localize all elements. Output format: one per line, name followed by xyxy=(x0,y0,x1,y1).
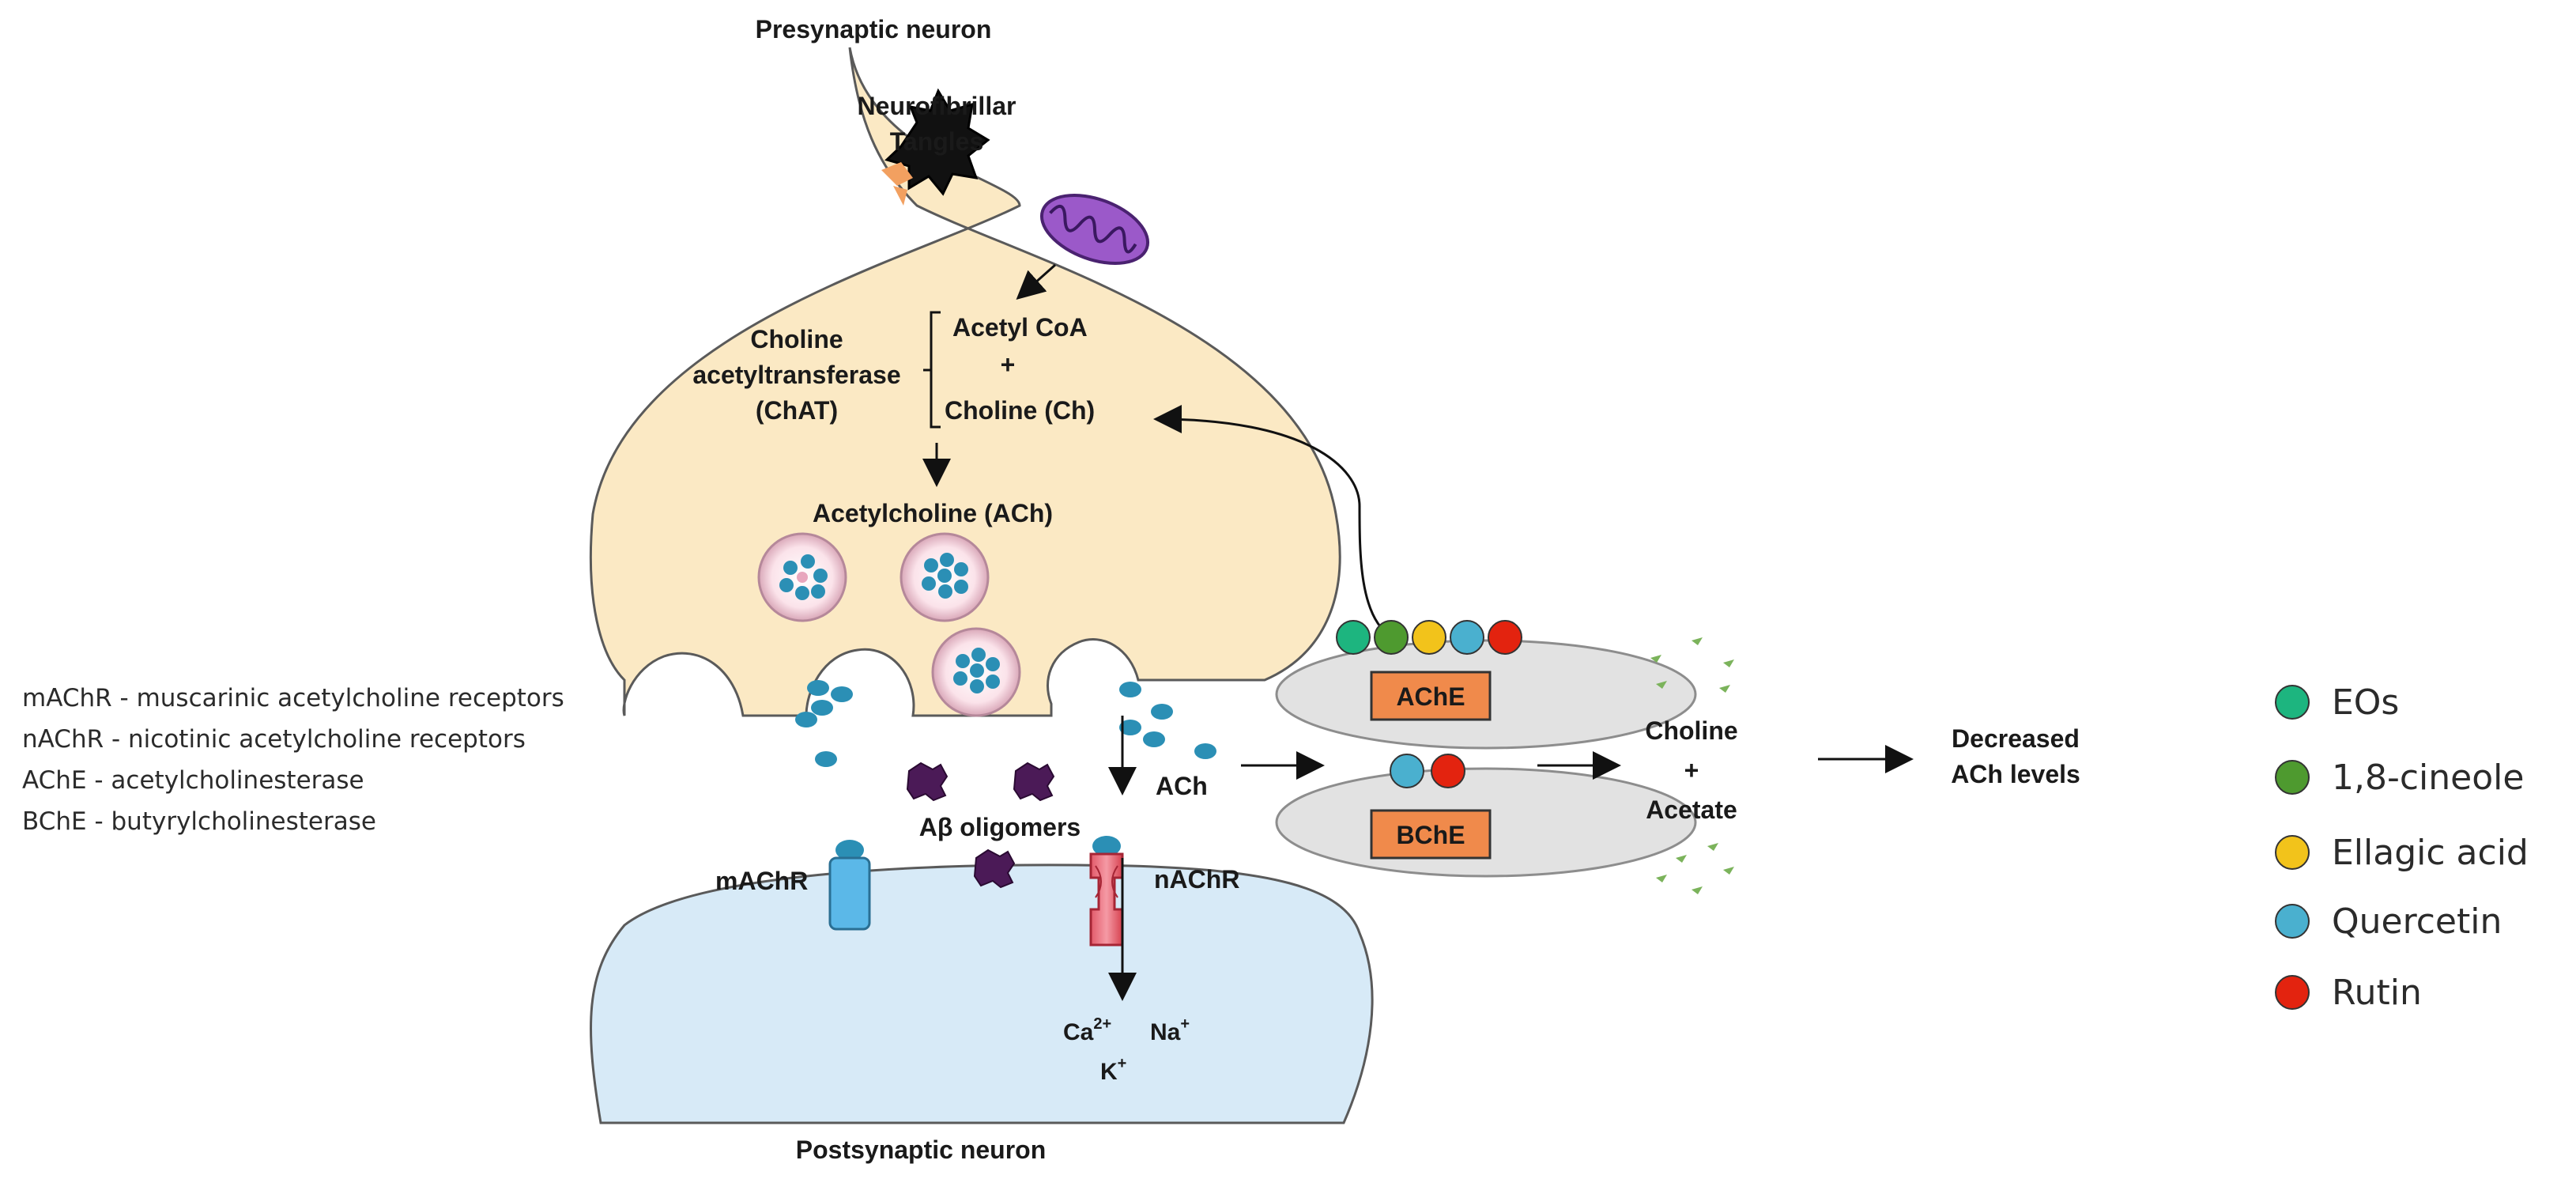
acetate-product-label: Acetate xyxy=(1646,795,1737,824)
vesicle xyxy=(757,532,847,622)
chat-label-line3: (ChAT) xyxy=(756,396,838,425)
choline-recycle-arrow xyxy=(1153,405,1392,638)
svg-text:Rutin: Rutin xyxy=(2332,973,2422,1013)
svg-text:Quercetin: Quercetin xyxy=(2332,901,2502,942)
nachr-label: nAChR xyxy=(1154,865,1239,894)
vesicle xyxy=(900,532,990,622)
abeta-label: Aβ oligomers xyxy=(919,813,1081,841)
postsynaptic-neuron-shape xyxy=(590,863,1374,1124)
legend-item-ellagic-acid: Ellagic acid xyxy=(2275,833,2529,873)
bche-label: BChE xyxy=(1396,821,1465,849)
legend-item-eos: EOs xyxy=(2275,682,2399,723)
vesicle xyxy=(931,627,1021,717)
tangles-label-line2: Tangles xyxy=(890,127,984,156)
na-ion-label: Na+ xyxy=(1150,1015,1190,1045)
k-ion-label: K+ xyxy=(1100,1055,1126,1085)
abbreviation-item: AChE - acetylcholinesterase xyxy=(22,766,364,795)
abbreviation-item: nAChR - nicotinic acetylcholine receptor… xyxy=(22,725,526,754)
ach-label: ACh xyxy=(1156,772,1208,800)
legend-item-cineole: 1,8-cineole xyxy=(2275,758,2524,798)
legend-item-quercetin: Quercetin xyxy=(2275,901,2502,942)
bche-box xyxy=(1370,809,1492,860)
choline-ch-label: Choline (Ch) xyxy=(945,396,1095,425)
decreased-label-line2: ACh levels xyxy=(1951,760,2080,788)
svg-text:1,8-cineole: 1,8-cineole xyxy=(2332,758,2524,798)
acetyl-coa-label: Acetyl CoA xyxy=(952,313,1088,342)
presynaptic-label: Presynaptic neuron xyxy=(756,15,992,43)
tangles-label-line1: Neurofibrillar xyxy=(858,92,1016,120)
ache-box xyxy=(1370,671,1492,721)
acetylcholine-label: Acetylcholine (ACh) xyxy=(813,499,1053,527)
ache-inhibitor-dots xyxy=(1336,620,1522,655)
legend-item-rutin: Rutin xyxy=(2275,973,2422,1013)
neurofibrillar-tangles-icon xyxy=(881,88,990,206)
plus-label-1: + xyxy=(1001,350,1016,379)
ache-label: AChE xyxy=(1396,682,1465,711)
reaction-bracket xyxy=(923,311,941,429)
product-fragments xyxy=(1650,637,1734,894)
machr-receptor-icon xyxy=(828,840,871,931)
svg-text:EOs: EOs xyxy=(2332,682,2399,723)
bche-inhibitor-dots xyxy=(1390,754,1465,788)
legend: EOs 1,8-cineole Ellagic acid Quercetin R… xyxy=(2275,682,2529,1013)
released-ach-dots xyxy=(795,680,1216,767)
decreased-label-line1: Decreased xyxy=(1952,724,2080,753)
plus-label-2: + xyxy=(1684,756,1699,784)
svg-text:Ellagic acid: Ellagic acid xyxy=(2332,833,2529,873)
chat-label-line2: acetyltransferase xyxy=(692,361,900,389)
mito-arrow xyxy=(1016,263,1056,300)
chat-label-line1: Choline xyxy=(750,325,843,353)
postsynaptic-label: Postsynaptic neuron xyxy=(796,1136,1047,1164)
abbreviation-item: mAChR - muscarinic acetylcholine recepto… xyxy=(22,684,564,712)
abbreviation-item: BChE - butyrylcholinesterase xyxy=(22,807,376,836)
abbreviation-list: mAChR - muscarinic acetylcholine recepto… xyxy=(22,684,564,836)
mitochondrion-icon xyxy=(1039,194,1150,265)
abeta-oligomer-icon xyxy=(906,761,1055,889)
choline-product-label: Choline xyxy=(1645,716,1737,745)
ca-ion-label: Ca2+ xyxy=(1063,1015,1111,1045)
machr-label: mAChR xyxy=(715,867,808,895)
